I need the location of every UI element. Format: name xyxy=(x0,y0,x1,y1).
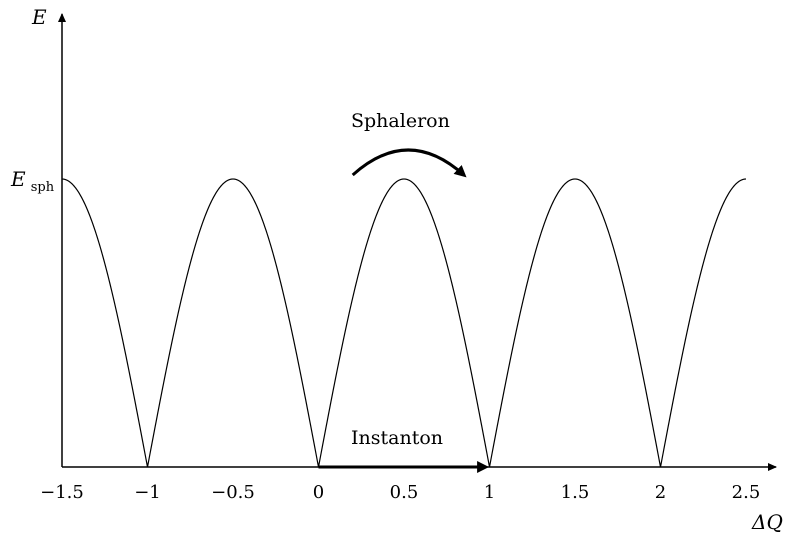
x-tick-label: 0 xyxy=(313,482,324,503)
x-tick-label: 2.5 xyxy=(732,482,761,503)
y-tick-label-sub: sph xyxy=(31,180,55,195)
x-tick-label: −1.5 xyxy=(40,482,84,503)
x-tick-label: 1 xyxy=(484,482,495,503)
sphaleron-arrow xyxy=(351,148,467,178)
x-tick-label: 1.5 xyxy=(561,482,590,503)
x-tick-label: −1 xyxy=(134,482,161,503)
x-tick-label: −0.5 xyxy=(211,482,255,503)
y-tick-label-esph: E sph xyxy=(10,167,55,195)
x-tick-label: 0.5 xyxy=(390,482,419,503)
instanton-label: Instanton xyxy=(351,427,443,449)
y-axis-label: E xyxy=(31,5,47,29)
x-tick-labels: −1.5 −1 −0.5 0 0.5 1 1.5 2 2.5 xyxy=(40,482,760,503)
energy-curve-series xyxy=(61,178,747,468)
sphaleron-label: Sphaleron xyxy=(351,110,450,132)
x-tick-label: 2 xyxy=(655,482,666,503)
y-tick-label-main: E xyxy=(10,167,26,191)
x-axis-label: ΔQ xyxy=(751,510,783,534)
